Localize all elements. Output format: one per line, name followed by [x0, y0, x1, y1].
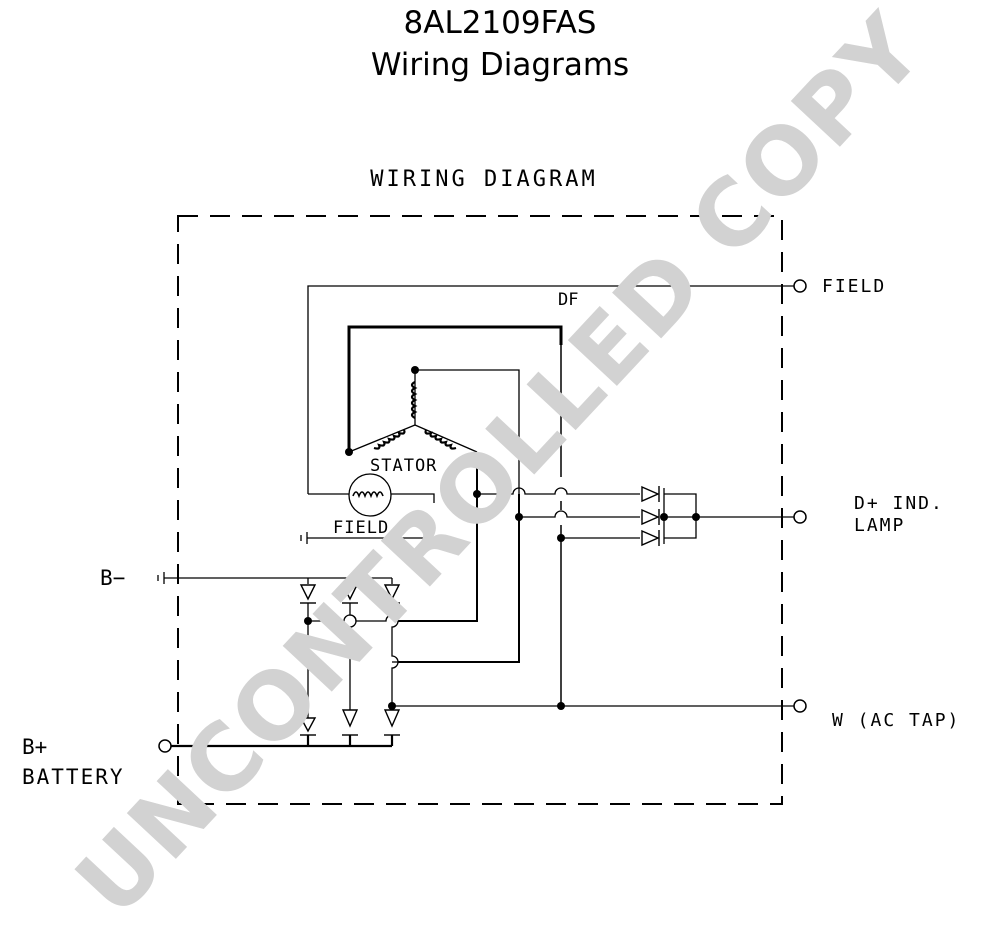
phase-junction-dot: [515, 513, 523, 521]
negative-diode: [341, 584, 359, 604]
exciter-diode: [641, 529, 660, 547]
w-tap-terminal: [793, 699, 807, 713]
lamp-label: LAMP: [854, 515, 905, 536]
field-terminal: [793, 279, 807, 293]
exciter-diode-wires: [477, 487, 794, 544]
positive-diode: [383, 709, 401, 736]
page-subtitle: Wiring Diagrams: [370, 47, 630, 83]
d-plus-junction-dot: [660, 513, 668, 521]
b-plus-terminal: [158, 739, 172, 753]
b-plus-label: B+: [22, 735, 47, 759]
stator-label: STATOR: [370, 456, 437, 476]
phase-junction-dot: [557, 534, 565, 542]
negative-diode: [299, 584, 317, 604]
stator-junction-dot: [345, 448, 353, 456]
stator-phase-wires: [398, 452, 520, 663]
stator-winding: [348, 369, 520, 494]
d-plus-label: D+ IND.: [854, 493, 944, 514]
negative-diode: [383, 584, 401, 604]
phase-junction-dot: [473, 490, 481, 498]
b-minus-label: B−: [100, 566, 125, 590]
positive-diode: [341, 709, 359, 736]
b-minus-wire: [157, 572, 393, 584]
rotor-field-coil: [308, 473, 435, 517]
rectifier-phase-wires: [307, 603, 794, 718]
model-number-title: 8AL2109FAS: [403, 5, 597, 41]
d-plus-junction-dot: [692, 513, 700, 521]
alternator-housing-boundary: [177, 215, 783, 805]
battery-label: BATTERY: [22, 765, 125, 789]
field-terminal-label: FIELD: [822, 276, 886, 297]
df-label: DF: [558, 290, 578, 310]
wiring-diagram-page: 8AL2109FAS Wiring Diagrams WIRING DIAGRA…: [22, 0, 960, 936]
phase-junction-dot: [388, 702, 396, 710]
w-tap-junction-dot: [557, 702, 565, 710]
d-plus-terminal: [793, 510, 807, 524]
w-tap-label: W (AC TAP): [832, 710, 960, 731]
stator-loop-wire: [347, 325, 563, 452]
field-coil-label: FIELD: [333, 518, 389, 538]
df-field-wire: [307, 285, 794, 494]
wiring-schematic: WIRING DIAGRAM DF FIELD: [22, 167, 960, 805]
phase-junction-dot: [304, 617, 312, 625]
exciter-diode: [641, 508, 660, 526]
field-ground-wire: [300, 532, 434, 544]
positive-diode: [299, 717, 317, 736]
diagram-heading: WIRING DIAGRAM: [370, 167, 597, 192]
stator-junction-dot: [411, 366, 419, 374]
b-plus-wire: [171, 735, 394, 748]
exciter-diode: [641, 485, 660, 503]
